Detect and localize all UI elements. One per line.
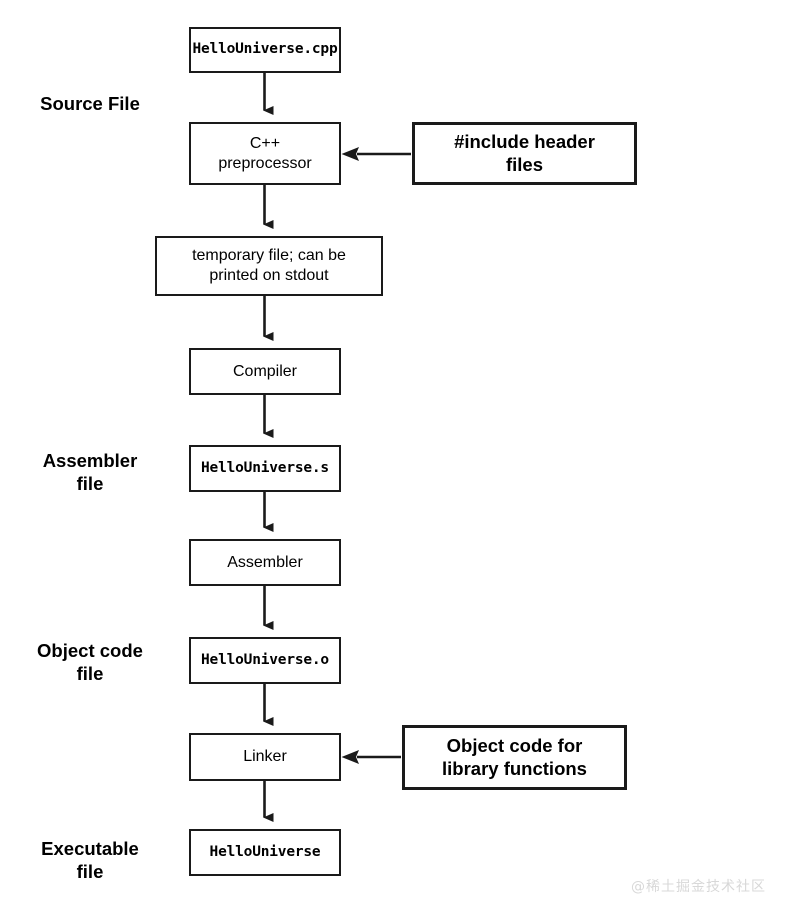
node-assembler[interactable]: Assembler xyxy=(189,539,341,586)
node-linker[interactable]: Linker xyxy=(189,733,341,781)
stage-label-assembler-file: Assembler file xyxy=(42,450,138,495)
node-source-file[interactable]: HelloUniverse.cpp xyxy=(189,27,341,73)
stage-label-executable-file: Executable file xyxy=(41,838,139,883)
node-compiler[interactable]: Compiler xyxy=(189,348,341,395)
node-object-file[interactable]: HelloUniverse.o xyxy=(189,637,341,684)
node-preprocessor[interactable]: C++ preprocessor xyxy=(189,122,341,185)
stage-label-source-file: Source File xyxy=(40,93,140,114)
node-assembly-file[interactable]: HelloUniverse.s xyxy=(189,445,341,492)
watermark: @稀土掘金技术社区 xyxy=(631,879,766,895)
node-include-header-files[interactable]: #include header files xyxy=(412,122,637,185)
edge-library-to-linker xyxy=(341,750,401,764)
stage-label-object-code-file: Object code file xyxy=(37,640,143,685)
node-temporary-file[interactable]: temporary file; can be printed on stdout xyxy=(155,236,383,296)
node-executable-file[interactable]: HelloUniverse xyxy=(189,829,341,876)
node-library-object-code[interactable]: Object code for library functions xyxy=(402,725,627,790)
edge-include-to-preprocessor xyxy=(341,147,411,161)
